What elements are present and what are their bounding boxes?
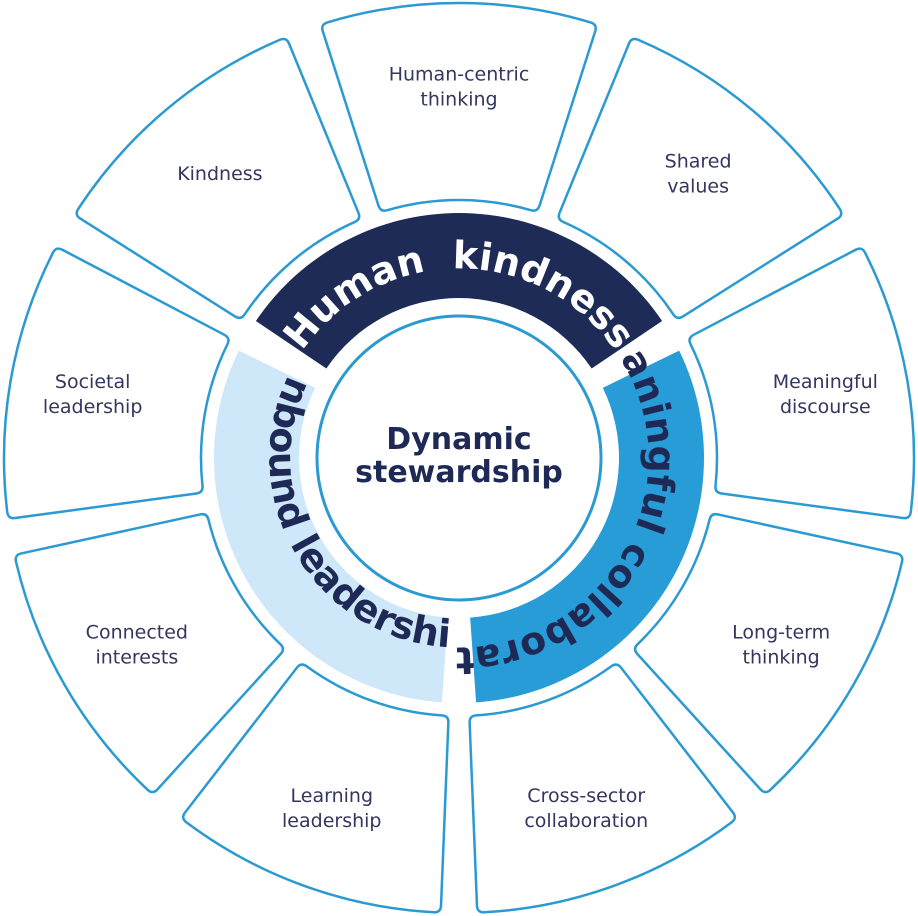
outer-segment-label-line: leadership	[282, 810, 381, 832]
segment-outline	[633, 512, 904, 794]
segment-outline	[181, 663, 450, 914]
outer-segment-human-centric-thinking: Human-centric thinking	[321, 1, 597, 212]
outer-segment-label-line: Meaningful	[773, 371, 878, 393]
segment-outline	[75, 37, 361, 320]
outer-segment-label-line: Cross-sector	[527, 785, 645, 807]
outer-segment-meaningful-discourse: Meaningful discourse	[688, 247, 916, 520]
outer-segment-label-line: interests	[95, 647, 178, 669]
outer-segment-label-line: Kindness	[177, 163, 262, 185]
center-circle	[315, 314, 603, 602]
outer-segment-label-line: Human-centric	[389, 64, 530, 86]
segment-outline	[557, 37, 843, 320]
outer-segment-label-line: Connected	[86, 622, 188, 644]
outer-segment-label-line: thinking	[420, 89, 497, 111]
inner-arc-shape	[470, 350, 704, 703]
inner-arc-shape	[214, 350, 448, 703]
outer-segment-label-line: leadership	[43, 396, 142, 418]
outer-segment-label-line: thinking	[743, 647, 820, 669]
outer-segment-learning-leadership: Learning leadership	[181, 663, 450, 914]
segment-outline	[321, 1, 597, 212]
center-hub: Dynamic stewardship	[315, 314, 603, 602]
segment-outline	[688, 247, 916, 520]
outer-segment-shared-values: Shared values	[557, 37, 843, 320]
outer-segment-label-line: Societal	[55, 371, 130, 393]
outer-segment-societal-leadership: Societal leadership	[2, 247, 230, 520]
segment-outline	[14, 512, 285, 794]
outer-segment-label-line: Learning	[291, 785, 374, 807]
outer-segment-connected-interests: Connected interests	[14, 512, 285, 794]
outer-segment-label-line: values	[667, 176, 729, 198]
segment-outline	[2, 247, 230, 520]
inner-arc-shape	[255, 213, 663, 369]
outer-segment-label-line: discourse	[780, 396, 871, 418]
segment-outline	[468, 663, 737, 914]
outer-segment-label-line: collaboration	[524, 810, 648, 832]
outer-segment-label-line: Long-term	[732, 622, 830, 644]
outer-segment-kindness: Kindness	[75, 37, 361, 320]
outer-segment-label-line: Shared	[665, 151, 732, 173]
center-label-line1: Dynamic	[386, 422, 531, 457]
outer-segment-cross-sector-collaboration: Cross-sector collaboration	[468, 663, 737, 914]
center-label-line2: stewardship	[355, 455, 563, 490]
outer-segment-long-term-thinking: Long-term thinking	[633, 512, 904, 794]
